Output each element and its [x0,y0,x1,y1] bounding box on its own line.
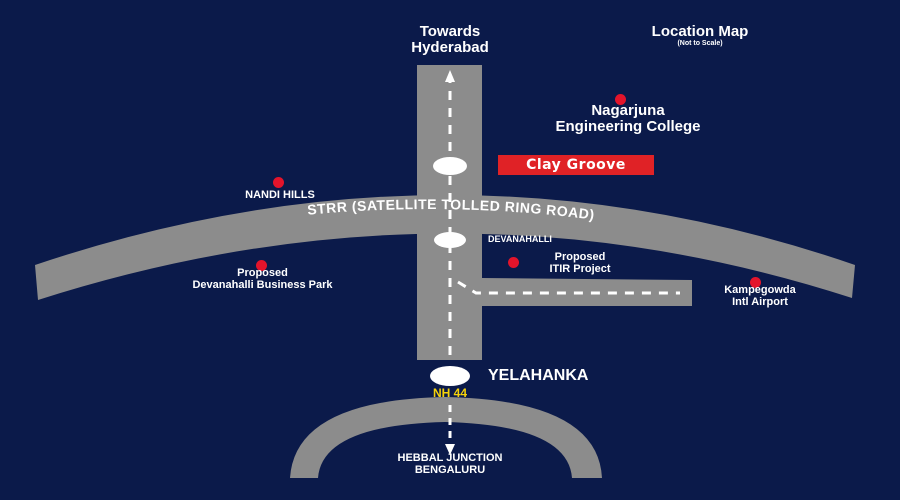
nandi-hills-marker [273,177,284,188]
yelahanka-label: YELAHANKA [488,367,589,384]
airport-dash [457,280,680,295]
south-arrow-icon [445,444,455,455]
towards-hyderabad-label: Towards Hyderabad [411,23,489,56]
nh44-label: NH 44 [432,386,467,400]
nagarjuna-label: Nagarjuna Engineering College [555,102,701,135]
ring-road [35,195,855,300]
clay-groove-logo: Clay Groove [498,155,654,175]
airport-marker [750,277,761,288]
itir-marker [508,257,519,268]
map-subtitle: (Not to Scale) [677,40,723,47]
hebbal-arch [290,397,602,478]
hebbal-label: HEBBAL JUNCTION BENGALURU [397,452,503,476]
airport-label: Kampegowda Intl Airport [724,284,796,308]
itir-label: Proposed ITIR Project [549,251,611,275]
devanahalli-junction [434,232,466,248]
devanahalli-label: DEVANAHALLI [488,234,552,244]
business-park-label: Proposed Devanahalli Business Park [192,267,333,291]
brand-junction [433,157,467,175]
yelahanka-junction [430,366,470,386]
north-arrow-icon [445,70,455,82]
business-park-marker [256,260,267,271]
nandi-hills-label: NANDI HILLS [245,189,315,201]
airport-road [460,258,692,306]
nagarjuna-marker [615,94,626,105]
map-title: Location Map [651,23,749,40]
